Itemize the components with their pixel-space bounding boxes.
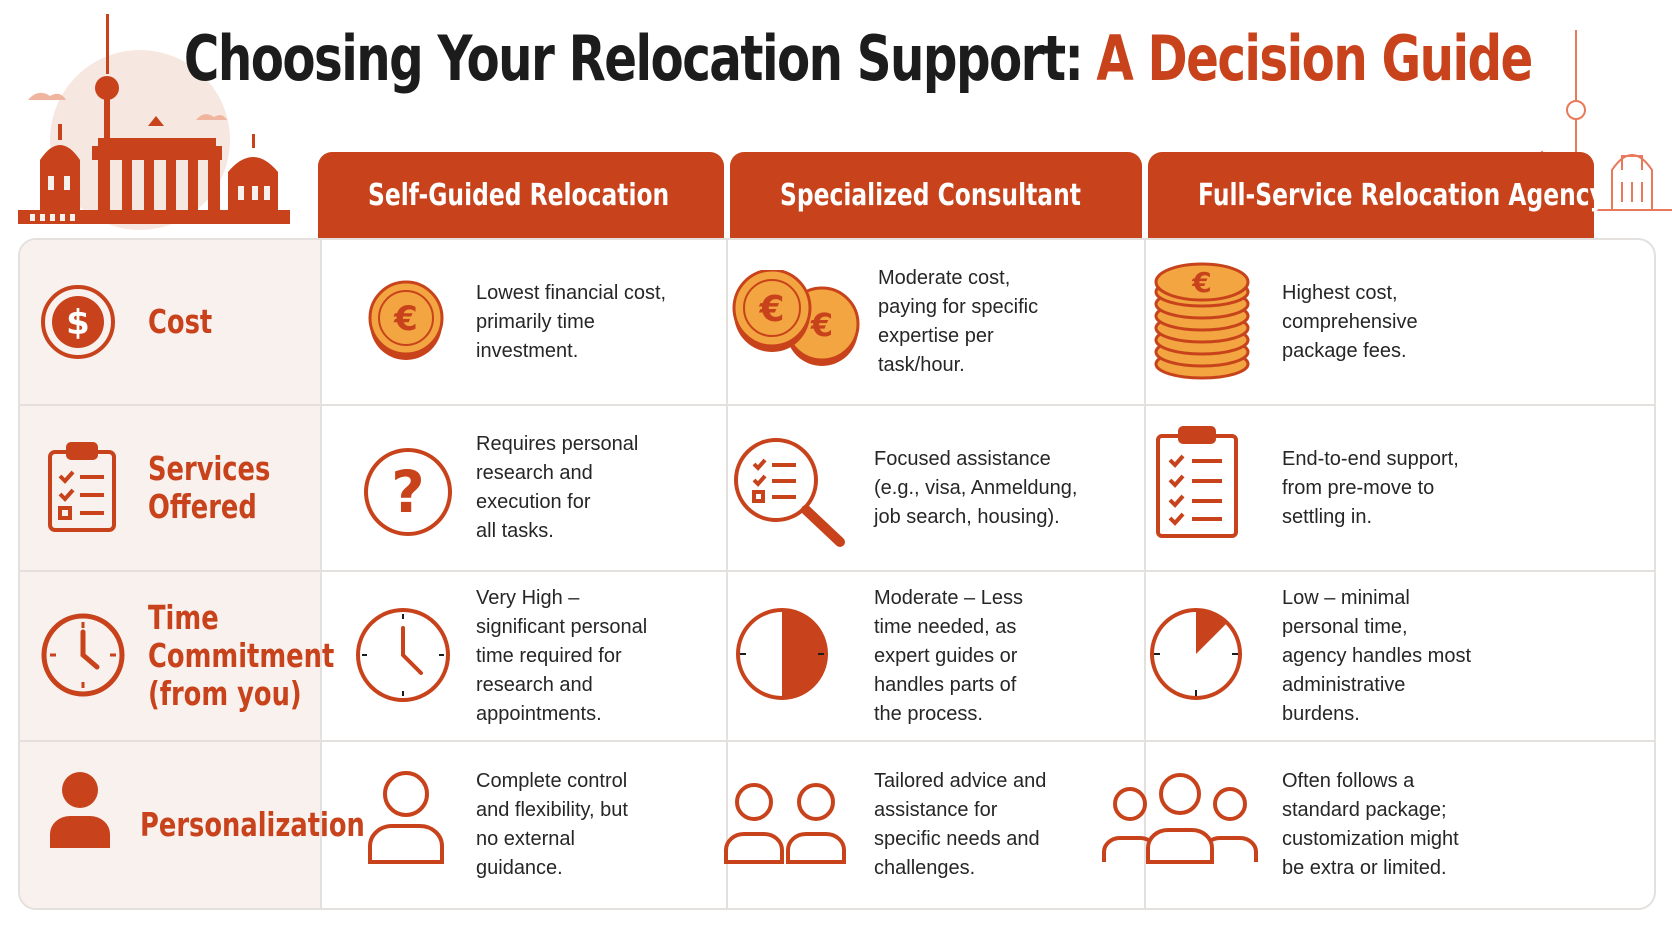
page-title: Choosing Your Relocation Support:A Decis… [183,22,1533,95]
berlin-skyline-left-illustration [18,14,290,230]
dollar-icon: $ [41,285,115,359]
two-coins-icon: € € [732,270,860,366]
row-divider [20,404,1654,406]
title-main: Choosing Your Relocation Support: [183,22,1084,95]
column-header-label: Specialized Consultant [780,177,1081,213]
checklist-icon [1156,426,1238,538]
person-icon [50,772,110,848]
coin-stack-icon: € [1154,262,1250,380]
row-label-text: Services Offered [148,449,271,526]
column-divider [726,240,728,908]
cell-personalization-full-service: Often follows a standard package; custom… [1282,742,1632,908]
cell-time-full-service: Low – minimal personal time, agency hand… [1282,572,1632,740]
row-label-text: Time Commitment (from you) [148,598,335,713]
cell-text: Moderate cost, paying for specific exper… [878,267,1039,376]
column-header-label: Self-Guided Relocation [368,177,670,213]
cell-text: Focused assistance (e.g., visa, Anmeldun… [874,447,1078,528]
cell-text: Often follows a standard package; custom… [1282,770,1459,879]
clock-outline-icon [356,608,450,702]
cell-cost-full-service: Highest cost, comprehensive package fees… [1282,240,1632,404]
comparison-table: $ Cost Services Offered Time Commitment … [18,238,1656,910]
single-user-icon [368,771,444,864]
cell-personalization-self-guided: Complete control and flexibility, but no… [476,742,716,908]
row-label-services: Services Offered [20,406,320,570]
row-label-text: Cost [148,302,213,341]
cell-cost-self-guided: Lowest financial cost, primarily time in… [476,240,716,404]
column-header-self-guided: Self-Guided Relocation [318,152,724,238]
group-users-icon [1102,773,1258,864]
two-users-icon [724,783,846,864]
cell-personalization-consultant: Tailored advice and assistance for speci… [874,742,1134,908]
clock-half-filled-icon [736,608,828,700]
clock-icon [41,613,125,697]
title-accent: A Decision Guide [1096,22,1533,95]
cell-text: Tailored advice and assistance for speci… [874,770,1047,879]
cell-text: Lowest financial cost, primarily time in… [476,281,667,362]
row-label-column [20,240,322,908]
cell-cost-consultant: Moderate cost, paying for specific exper… [878,240,1134,404]
svg-text:?: ? [391,458,425,526]
single-coin-icon: € [368,280,444,360]
cell-services-self-guided: Requires personal research and execution… [476,406,716,570]
row-label-text: Personalization [140,805,365,844]
clock-quarter-filled-icon [1150,608,1242,700]
row-label-cost: $ Cost [20,240,320,404]
svg-text:€: € [1191,266,1211,299]
svg-text:€: € [758,289,784,330]
question-mark-icon: ? [364,448,452,536]
cell-text: Complete control and flexibility, but no… [476,770,628,879]
cell-time-self-guided: Very High – significant personal time re… [476,572,716,740]
cell-text: Low – minimal personal time, agency hand… [1282,586,1472,725]
svg-text:€: € [393,299,418,339]
row-divider [20,740,1654,742]
svg-text:$: $ [66,303,90,343]
cell-text: Moderate – Less time needed, as expert g… [874,586,1023,725]
clipboard-icon [48,442,116,532]
row-label-time: Time Commitment (from you) [20,572,334,740]
magnifier-checklist-icon [734,438,845,547]
column-header-consultant: Specialized Consultant [730,152,1142,238]
column-header-full-service: Full-Service Relocation Agency [1148,152,1605,238]
row-label-personalization: Personalization [20,742,365,908]
column-divider [1144,240,1146,908]
cell-text: Very High – significant personal time re… [476,586,648,725]
cell-text: End-to-end support, from pre-move to set… [1282,447,1459,528]
cell-services-full-service: End-to-end support, from pre-move to set… [1282,406,1632,570]
column-header-label: Full-Service Relocation Agency [1198,177,1605,213]
cell-text: Highest cost, comprehensive package fees… [1282,281,1418,362]
row-divider [20,570,1654,572]
cell-time-consultant: Moderate – Less time needed, as expert g… [874,572,1134,740]
svg-text:€: € [810,306,833,344]
cell-services-consultant: Focused assistance (e.g., visa, Anmeldun… [874,406,1134,570]
cell-text: Requires personal research and execution… [476,433,639,542]
